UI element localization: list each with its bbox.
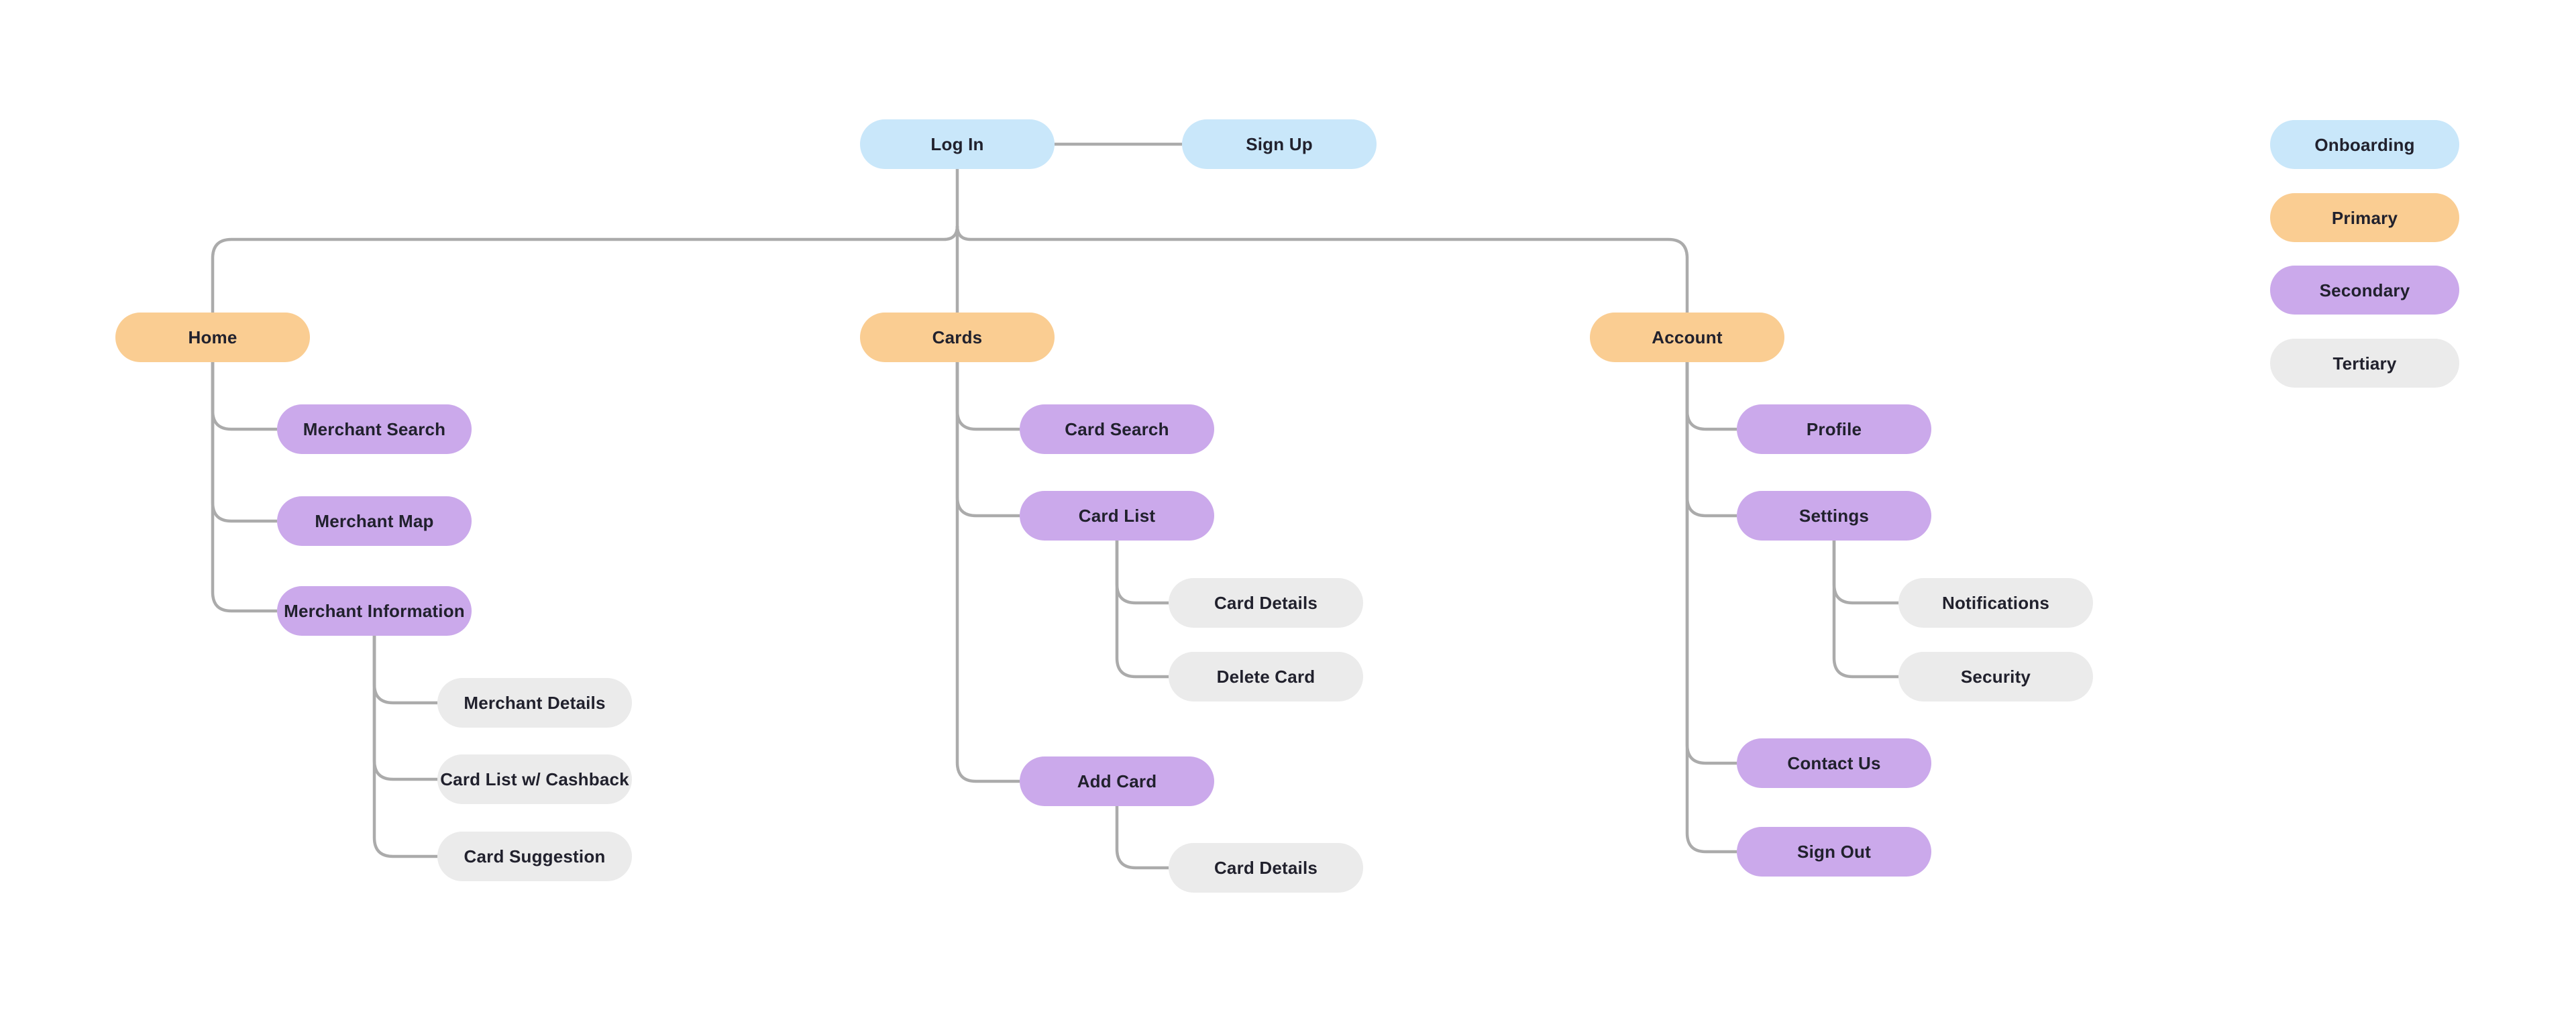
node-account[interactable]: Account: [1590, 313, 1784, 362]
connector-home-merchant-search: [211, 362, 277, 431]
legend-onboarding[interactable]: Onboarding: [2270, 120, 2459, 169]
node-add-card[interactable]: Add Card: [1020, 756, 1214, 806]
node-merchant-information[interactable]: Merchant Information: [277, 586, 472, 636]
connector-cards-add-card: [955, 362, 1020, 783]
node-merchant-details[interactable]: Merchant Details: [437, 678, 632, 728]
node-sign-up[interactable]: Sign Up: [1182, 119, 1377, 169]
connector-account-sign-out: [1685, 362, 1737, 854]
connector-addcard-card-details: [1115, 806, 1169, 870]
node-card-details-under-add-card[interactable]: Card Details: [1169, 843, 1363, 893]
legend-primary[interactable]: Primary: [2270, 193, 2459, 242]
node-delete-card[interactable]: Delete Card: [1169, 652, 1363, 701]
connector-cards-card-search: [955, 362, 1020, 431]
connector-login-account: [955, 225, 1689, 313]
node-card-details-under-card-list[interactable]: Card Details: [1169, 578, 1363, 628]
node-security[interactable]: Security: [1898, 652, 2093, 701]
connector-mi-merchant-details: [372, 636, 437, 705]
node-card-list-w-cashback[interactable]: Card List w/ Cashback: [437, 754, 632, 804]
node-sign-out[interactable]: Sign Out: [1737, 827, 1931, 877]
node-card-list[interactable]: Card List: [1020, 491, 1214, 541]
connector-account-contact-us: [1685, 362, 1737, 765]
node-profile[interactable]: Profile: [1737, 404, 1931, 454]
node-card-search[interactable]: Card Search: [1020, 404, 1214, 454]
connector-mi-card-list-cashback: [372, 636, 437, 781]
node-merchant-search[interactable]: Merchant Search: [277, 404, 472, 454]
connector-login-home: [211, 225, 959, 313]
legend-secondary[interactable]: Secondary: [2270, 266, 2459, 315]
connector-account-settings: [1685, 362, 1737, 518]
connector-settings-notifications: [1832, 541, 1898, 605]
connector-cardlist-card-details: [1115, 541, 1169, 605]
connector-mi-card-suggestion: [372, 636, 437, 858]
connector-cardlist-delete-card: [1115, 541, 1169, 679]
legend-tertiary[interactable]: Tertiary: [2270, 339, 2459, 388]
node-cards[interactable]: Cards: [860, 313, 1055, 362]
node-log-in[interactable]: Log In: [860, 119, 1055, 169]
node-card-suggestion[interactable]: Card Suggestion: [437, 832, 632, 881]
node-contact-us[interactable]: Contact Us: [1737, 738, 1931, 788]
connector-cards-card-list: [955, 362, 1020, 518]
connector-settings-security: [1832, 541, 1898, 679]
connector-account-profile: [1685, 362, 1737, 431]
node-settings[interactable]: Settings: [1737, 491, 1931, 541]
connector-home-merchant-map: [211, 362, 277, 523]
node-home[interactable]: Home: [115, 313, 310, 362]
node-notifications[interactable]: Notifications: [1898, 578, 2093, 628]
connector-home-merchant-information: [211, 362, 277, 613]
node-merchant-map[interactable]: Merchant Map: [277, 496, 472, 546]
